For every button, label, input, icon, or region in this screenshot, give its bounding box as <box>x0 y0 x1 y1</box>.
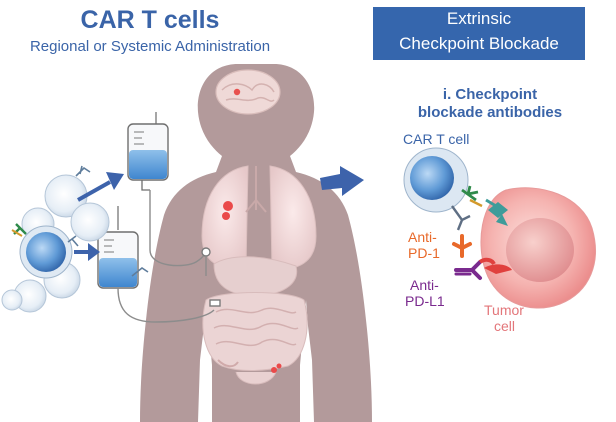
tumor-cell <box>480 187 596 309</box>
right-header-line1: Extrinsic <box>446 9 512 28</box>
t-cell-cluster <box>1 165 149 313</box>
t-cell <box>1 289 23 311</box>
tumor-cell-label-line2: cell <box>494 318 516 334</box>
brain-tumor-dot <box>233 88 241 96</box>
anti-pd1-antibody-shape <box>452 234 472 258</box>
brain-organ <box>215 69 281 115</box>
subheading-line2: blockade antibodies <box>417 104 563 121</box>
car-t-cell-left <box>11 223 79 279</box>
anti-pdl1-label-line1: Anti- <box>410 277 439 293</box>
car-t-cell-right <box>403 147 483 231</box>
big-right-arrow <box>320 166 364 196</box>
car-t-cell-label: CAR T cell <box>403 131 470 147</box>
right-header-line2: Checkpoint Blockade <box>399 34 559 53</box>
anti-pdl1-label-line2: PD-L1 <box>405 293 445 309</box>
pd-l1-ligand <box>485 198 508 226</box>
iv-bag-lower <box>97 206 139 289</box>
arrow-to-upper-bag <box>77 172 124 202</box>
anti-pdl1-antibody-shape <box>454 260 482 280</box>
anti-pd1-label-line1: Anti- <box>408 229 437 245</box>
iv-tubing <box>117 189 221 323</box>
abdomen-organs <box>202 256 308 385</box>
right-header-box <box>373 7 585 60</box>
arrow-to-lower-bag <box>74 243 100 261</box>
human-body-silhouette <box>140 64 372 422</box>
left-subtitle: Regional or Systemic Administration <box>29 38 271 55</box>
t-cell <box>70 202 110 242</box>
pd-l1-on-tumor <box>478 257 512 274</box>
lung-tumor-dot <box>223 201 233 211</box>
anti-pd1-label-line2: PD-1 <box>408 245 440 261</box>
left-title: CAR T cells <box>80 6 220 34</box>
lungs-organ <box>201 165 317 270</box>
tumor-cell-label-line1: Tumor <box>484 302 524 318</box>
iv-bag-upper <box>127 112 169 191</box>
subheading-line1: i. Checkpoint <box>442 86 538 103</box>
